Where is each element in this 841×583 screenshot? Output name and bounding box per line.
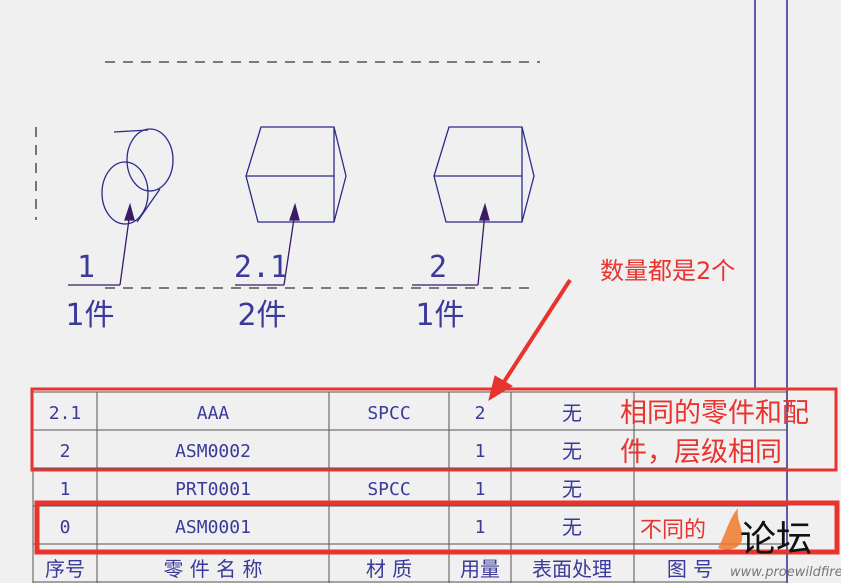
bom-table — [32, 391, 787, 583]
bom-header-cell: 图 号 — [667, 557, 713, 581]
cube-part-view-right — [433, 126, 535, 223]
annotation-arrow — [488, 278, 572, 402]
cube-part-view-left — [245, 126, 347, 223]
cylinder-part-view — [101, 128, 174, 225]
bom-header-cell: 材 质 — [366, 557, 412, 581]
bom-cell: SPCC — [367, 403, 410, 424]
bom-cell: AAA — [197, 403, 230, 424]
bom-cell: 无 — [562, 439, 582, 463]
highlight-box-same-parts — [30, 387, 838, 472]
watermark: 论坛 www.proewildfire.cn — [718, 508, 841, 580]
highlight-box-different — [34, 500, 840, 555]
bom-cell: ASM0001 — [175, 517, 251, 538]
bom-header-cell: 零 件 名 称 — [163, 557, 262, 581]
watermark-forum: 论坛 — [740, 519, 812, 560]
annotation-quantity-note: 数量都是2个 — [600, 257, 735, 285]
bom-cell: 1 — [475, 441, 486, 462]
bom-cell: 无 — [562, 477, 582, 501]
balloon-number: 1 — [77, 250, 95, 285]
balloon-number: 2.1 — [234, 250, 288, 285]
bom-header-cell: 序号 — [45, 557, 85, 581]
bom-cell: 2.1 — [49, 403, 82, 424]
bom-cell: 无 — [562, 515, 582, 539]
bom-cell: 2 — [60, 441, 71, 462]
bom-cell: SPCC — [367, 479, 410, 500]
bom-cell: 无 — [562, 401, 582, 425]
balloon-number: 2 — [429, 250, 447, 285]
bom-cell: PRT0001 — [175, 479, 251, 500]
balloon-leaders — [68, 202, 490, 286]
balloon-qty: 1件 — [415, 298, 464, 333]
bom-cell: 1 — [60, 479, 71, 500]
flame-logo-icon — [718, 508, 743, 550]
balloon-qty: 2件 — [237, 298, 286, 333]
bom-cell: ASM0002 — [175, 441, 251, 462]
bom-cell: 1 — [475, 479, 486, 500]
watermark-url: www.proewildfire.cn — [730, 565, 841, 580]
annotation-different-note: 不同的 — [640, 518, 706, 543]
balloon-qty: 1件 — [65, 298, 114, 333]
bom-cell: 0 — [60, 517, 71, 538]
bom-cell: 1 — [475, 517, 486, 538]
bom-cell: 2 — [475, 403, 486, 424]
annotation-same-parts-line2: 件，层级相同 — [620, 437, 782, 468]
annotation-same-parts-line1: 相同的零件和配 — [620, 398, 809, 429]
bom-header-cell: 用量 — [460, 557, 500, 581]
bom-header-cell: 表面处理 — [532, 557, 612, 581]
